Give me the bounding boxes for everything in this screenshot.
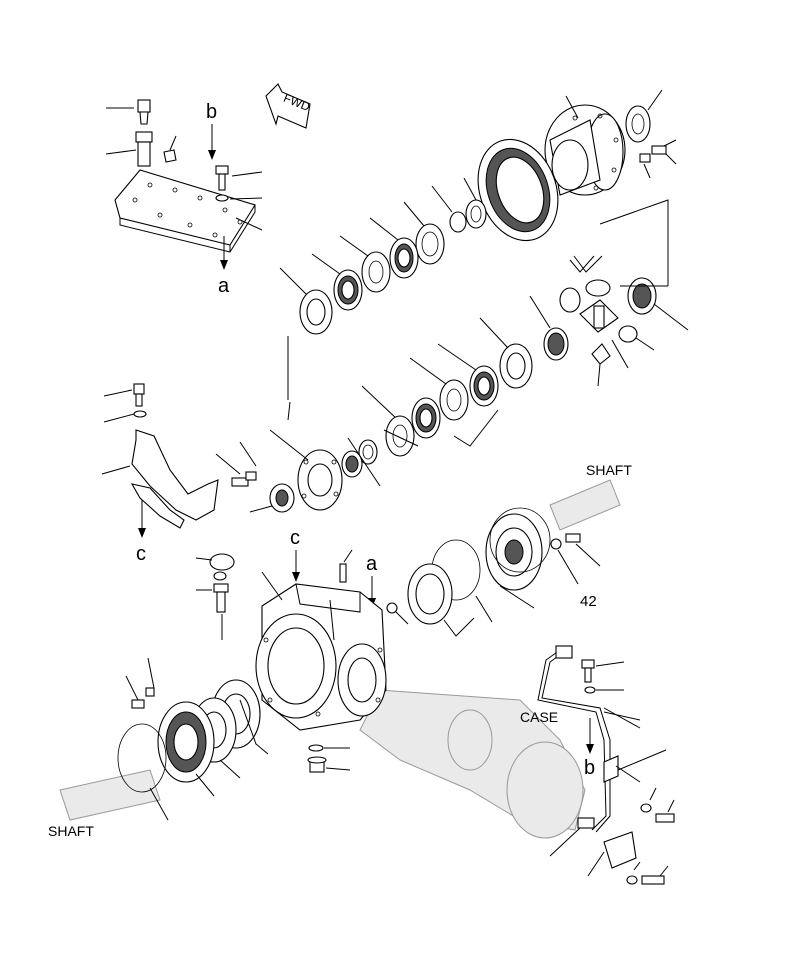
- shim-stack-middle: [341, 295, 569, 487]
- part-42-label: 42: [580, 593, 597, 610]
- bracket-group: c: [101, 383, 219, 565]
- left-flange-group: SHAFT: [48, 657, 269, 839]
- spider-gear-group: [559, 199, 689, 387]
- case-label: CASE: [520, 709, 558, 725]
- cover-plate-group: [105, 99, 256, 253]
- ref-b-right-label: b: [584, 757, 595, 779]
- ref-c-left-label: c: [136, 543, 146, 565]
- shaft-upper-label: SHAFT: [586, 462, 632, 478]
- breather-group: [195, 553, 235, 640]
- ref-b-top-arrow: b a: [206, 101, 263, 297]
- fwd-arrow-icon: FWD: [265, 83, 312, 129]
- shaft-lower-label: SHAFT: [48, 823, 94, 839]
- differential-housing: [255, 571, 387, 773]
- ref-a-mid-label: a: [366, 553, 378, 575]
- ring-gear: [477, 138, 559, 242]
- bearing-carrier: [215, 336, 343, 513]
- ref-c-mid-arrow: c: [290, 527, 353, 583]
- diff-case-group: [544, 89, 677, 196]
- shim-stack-top: [279, 177, 487, 335]
- ref-a-top-label: a: [218, 275, 230, 297]
- ghost-axle-assembly: [59, 479, 621, 839]
- cover-bolt-holes: [132, 182, 243, 238]
- flange-yoke-group: 42: [407, 507, 601, 637]
- ref-b-top-label: b: [206, 101, 217, 123]
- brake-tube-group: CASE b: [520, 645, 675, 885]
- ref-c-mid-label: c: [290, 527, 300, 549]
